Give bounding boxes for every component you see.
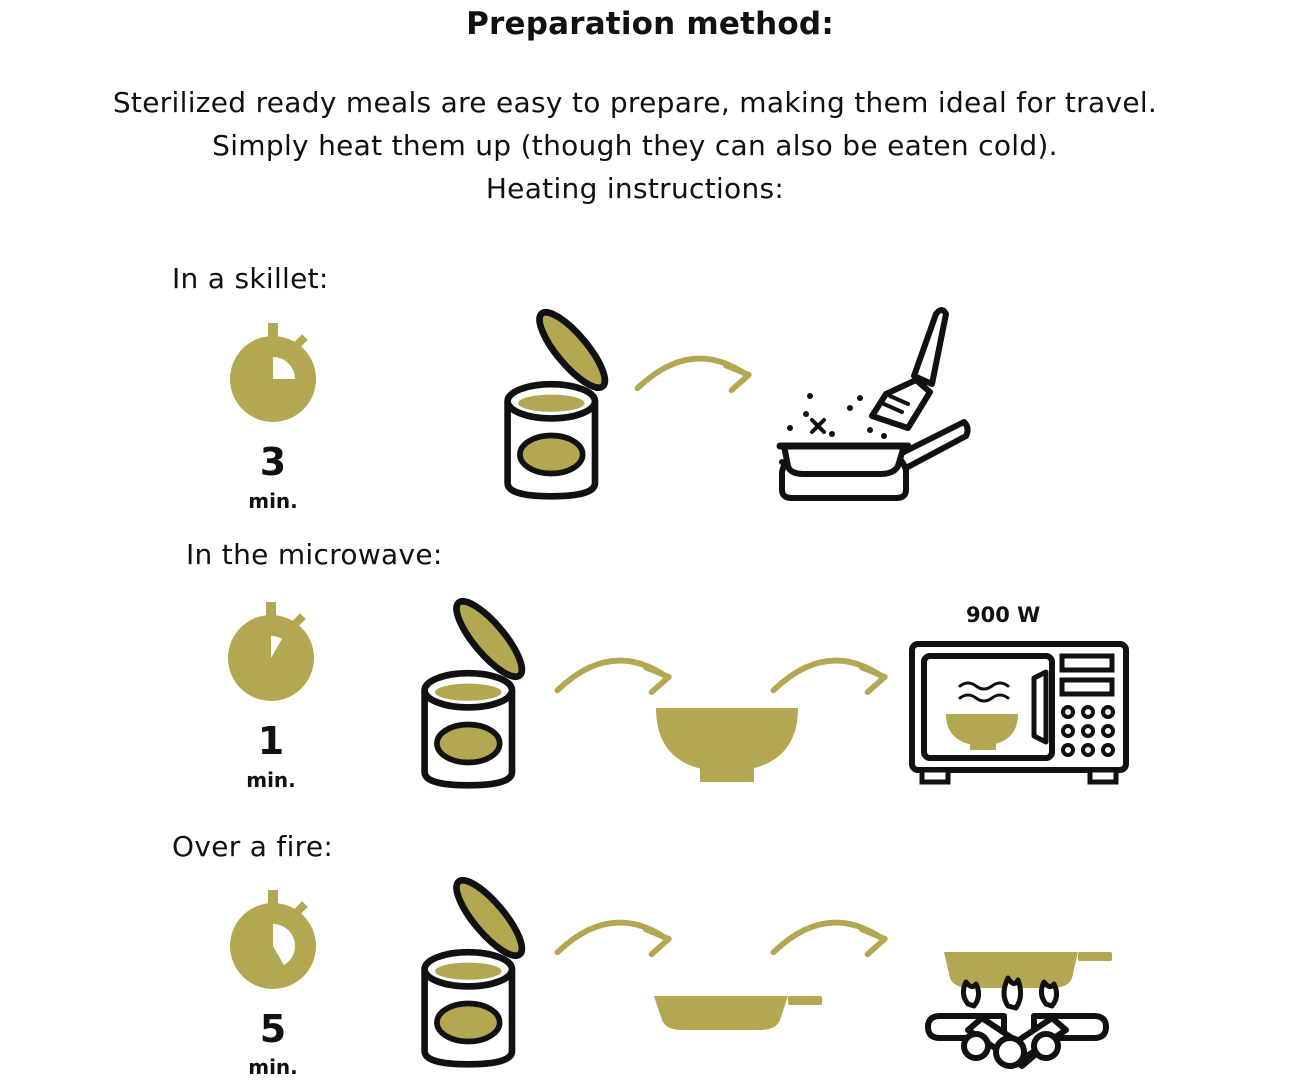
arrow-icon	[768, 650, 896, 698]
pan-icon	[654, 996, 822, 1030]
stopwatch-icon	[230, 323, 316, 422]
section-label-skillet: In a skillet:	[172, 262, 329, 295]
stopwatch-elapsed-wedge	[273, 357, 295, 379]
intro-line-2: Simply heat them up (though they can als…	[212, 129, 1058, 162]
page-title: Preparation method:	[466, 6, 834, 42]
open-can-icon	[414, 880, 534, 1070]
section-label-fire: Over a fire:	[172, 830, 334, 863]
pan-over-campfire-icon	[925, 952, 1112, 1069]
intro-line-1: Sterilized ready meals are easy to prepa…	[112, 86, 1158, 119]
stopwatch-elapsed-wedge	[271, 636, 282, 658]
timer-unit: min.	[248, 489, 298, 513]
open-can-icon	[497, 312, 617, 502]
stopwatch-icon	[228, 602, 314, 701]
stopwatch-icon	[230, 890, 316, 989]
skillet-on-flame-icon	[776, 307, 971, 501]
timer-minutes: 1	[257, 719, 285, 763]
arrow-icon	[552, 650, 680, 698]
open-can-icon	[414, 601, 534, 791]
microwave-icon	[909, 641, 1129, 785]
timer-unit: min.	[248, 1055, 298, 1079]
intro-line-3: Heating instructions:	[485, 172, 785, 205]
microwave-power-label: 900 W	[966, 603, 1041, 627]
bowl-icon	[656, 708, 798, 782]
timer-minutes: 3	[259, 440, 287, 484]
section-label-microwave: In the microwave:	[186, 538, 443, 571]
arrow-icon	[768, 912, 896, 960]
stopwatch-elapsed-wedge	[273, 924, 295, 966]
arrow-icon	[632, 348, 760, 396]
timer-minutes: 5	[259, 1007, 287, 1051]
arrow-icon	[552, 912, 680, 960]
timer-unit: min.	[246, 768, 296, 792]
